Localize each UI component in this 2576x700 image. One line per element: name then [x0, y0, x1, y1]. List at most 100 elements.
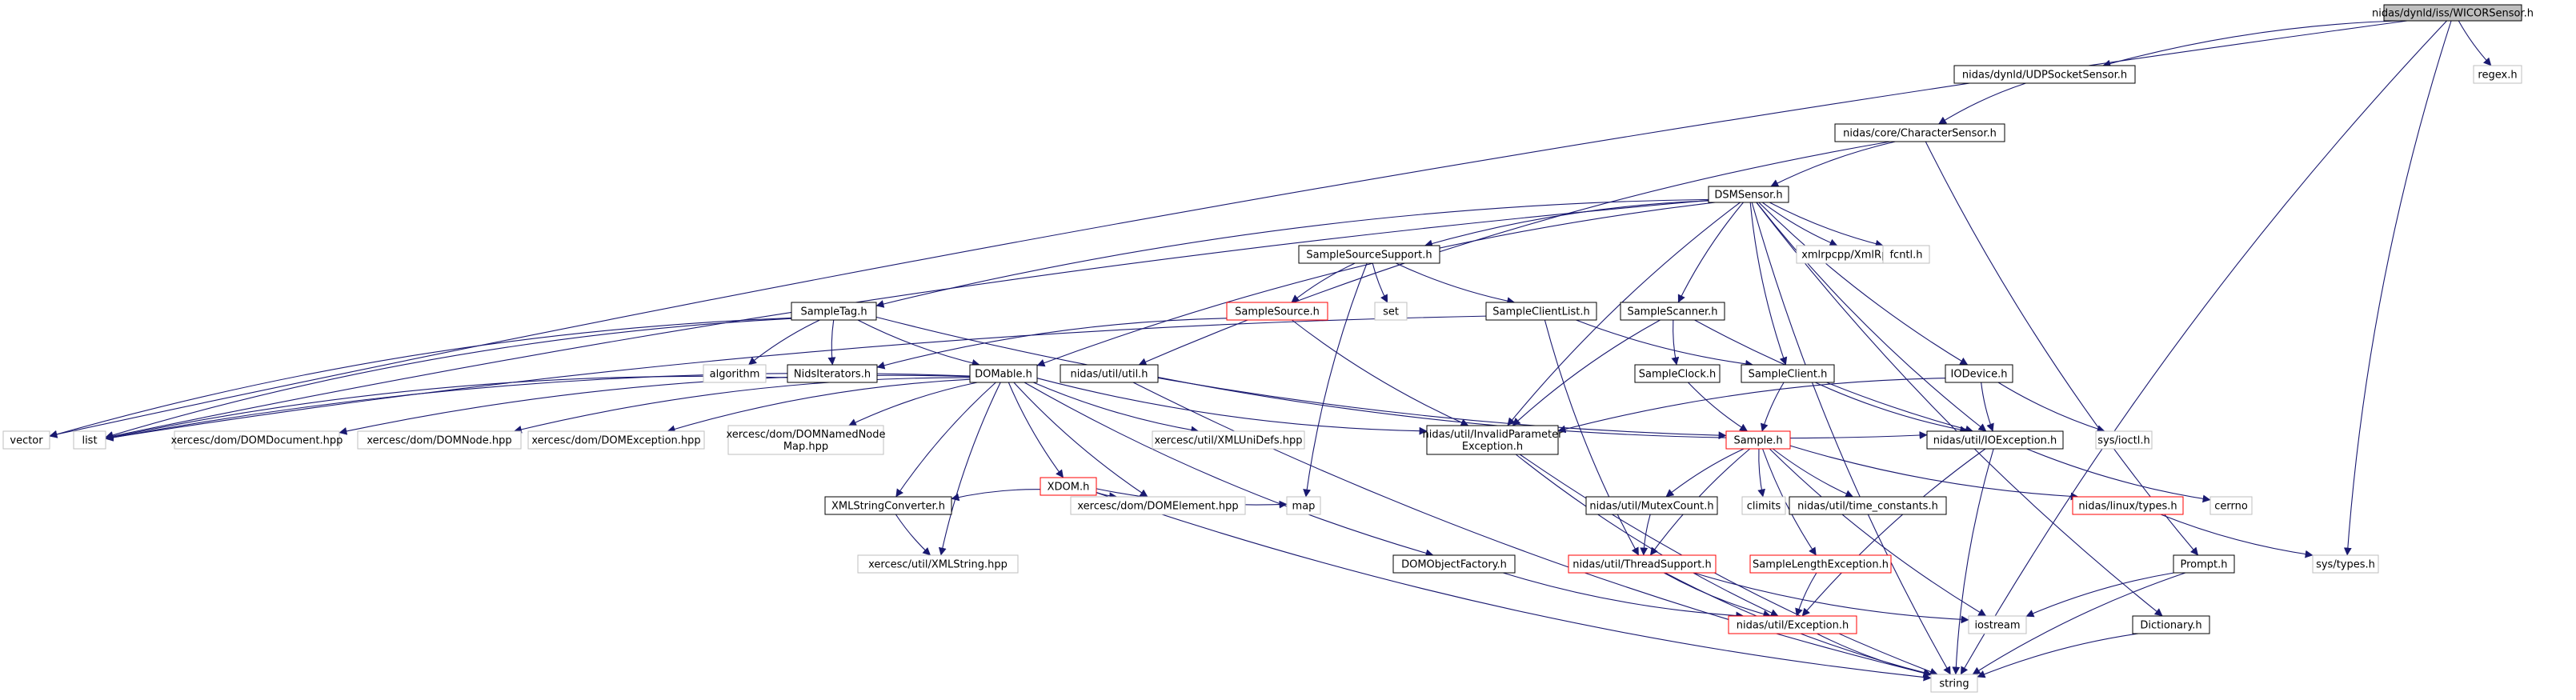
edge-sampletag-to-niditer	[827, 319, 836, 366]
node-box	[174, 430, 340, 450]
edge-ioexc-to-cerrno	[2026, 448, 2211, 503]
node-label: vector	[10, 435, 43, 447]
node-dsmsensor[interactable]: DSMSensor.h	[1708, 186, 1789, 203]
node-domelem: xercesc/dom/DOMElement.hpp	[1070, 496, 1246, 515]
edge-wicor-to-udp	[2102, 20, 2400, 68]
node-algorithm: algorithm	[703, 364, 767, 383]
node-mutex[interactable]: nidas/util/MutexCount.h	[1585, 496, 1718, 515]
node-xmlconv[interactable]: XMLStringConverter.h	[824, 496, 952, 515]
node-label: climits	[1747, 501, 1781, 513]
node-thread[interactable]: nidas/util/ThreadSupport.h	[1568, 554, 1717, 574]
node-wicor[interactable]: nidas/dynld/iss/WICORSensor.h	[2372, 4, 2534, 22]
node-label: algorithm	[710, 369, 760, 381]
node-label: xercesc/util/XMLUniDefs.hpp	[1154, 435, 1302, 447]
node-domdoc: xercesc/dom/DOMDocument.hpp	[171, 430, 343, 450]
edge-linuxtypes-to-systypes	[2160, 514, 2314, 558]
node-box	[2209, 496, 2253, 515]
node-label: nidas/util/util.h	[1070, 369, 1148, 381]
node-label: SampleSourceSupport.h	[1306, 250, 1432, 262]
edge-domable-to-domelem	[1013, 382, 1148, 498]
node-label: SampleSource.h	[1235, 306, 1320, 318]
node-util[interactable]: nidas/util/util.h	[1060, 364, 1159, 383]
node-prompt[interactable]: Prompt.h	[2173, 554, 2235, 574]
node-box	[1298, 245, 1440, 264]
edge-wicor-to-systypes	[2343, 20, 2452, 556]
node-exception[interactable]: nidas/util/Exception.h	[1728, 615, 1857, 634]
edge-dsmsensor-to-sclient	[1749, 202, 1788, 366]
node-domfactory[interactable]: DOMObjectFactory.h	[1392, 554, 1516, 574]
edge-niditer-to-list	[105, 375, 788, 442]
edge-sclist-to-sclient	[1576, 319, 1754, 368]
node-box	[1945, 364, 2013, 383]
node-box	[73, 430, 106, 450]
node-label: list	[82, 435, 97, 447]
node-domable[interactable]: DOMable.h	[969, 364, 1038, 383]
node-label: nidas/util/IOException.h	[1933, 435, 2057, 447]
node-box	[1226, 302, 1328, 321]
edge-mutex-to-thread	[1640, 514, 1651, 556]
node-box	[1725, 430, 1791, 450]
node-timeconst[interactable]: nidas/util/time_constants.h	[1789, 496, 1947, 515]
edge-sampletag-to-sample	[875, 316, 1727, 440]
node-box	[2312, 554, 2379, 574]
node-box	[1708, 186, 1789, 203]
node-label: SampleLengthException.h	[1753, 559, 1889, 571]
node-samplesource[interactable]: SampleSource.h	[1226, 302, 1328, 321]
edge-dsmsensor-to-ioexc	[1756, 202, 1987, 432]
node-dictionary[interactable]: Dictionary.h	[2132, 615, 2210, 634]
node-sclient[interactable]: SampleClient.h	[1741, 364, 1835, 383]
node-niditer[interactable]: NidsIterators.h	[787, 364, 878, 383]
node-sss[interactable]: SampleSourceSupport.h	[1298, 245, 1440, 264]
node-slenexc[interactable]: SampleLengthException.h	[1749, 554, 1892, 574]
edge-sclock-to-sample	[1687, 382, 1749, 432]
node-label: SampleTag.h	[800, 306, 867, 318]
node-xdom[interactable]: XDOM.h	[1040, 477, 1097, 496]
node-box	[1789, 496, 1947, 515]
node-label: IODevice.h	[1951, 369, 2008, 381]
node-label: cerrno	[2214, 501, 2248, 513]
edge-invparam-to-string	[1519, 454, 1938, 676]
node-sample[interactable]: Sample.h	[1725, 430, 1791, 450]
node-box	[2, 430, 50, 450]
node-sscanner[interactable]: SampleScanner.h	[1620, 302, 1725, 321]
node-domexc: xercesc/dom/DOMException.hpp	[527, 430, 705, 450]
edge-domable-to-xmlconv	[895, 382, 996, 498]
node-label: nidas/dynld/UDPSocketSensor.h	[1962, 70, 2127, 82]
node-box	[1834, 123, 2005, 142]
node-label: regex.h	[2478, 70, 2517, 82]
node-linuxtypes[interactable]: nidas/linux/types.h	[2072, 496, 2184, 515]
edge-domable-to-domexc	[667, 378, 971, 434]
node-box	[2383, 4, 2522, 22]
edge-domable-to-xmlstring	[938, 382, 1001, 556]
node-cerrno: cerrno	[2209, 496, 2253, 515]
node-sclock[interactable]: SampleClock.h	[1634, 364, 1721, 383]
node-box	[1882, 245, 1930, 264]
node-sclist[interactable]: SampleClientList.h	[1485, 302, 1597, 321]
node-ioexc[interactable]: nidas/util/IOException.h	[1926, 430, 2064, 450]
edge-wicor-to-string	[1960, 20, 2447, 675]
node-udp[interactable]: nidas/dynld/UDPSocketSensor.h	[1953, 65, 2136, 84]
node-box	[2072, 496, 2184, 515]
node-box	[1426, 425, 1559, 455]
node-fcntl: fcntl.h	[1882, 245, 1930, 264]
edge-invparam-to-exception	[1515, 454, 1779, 617]
node-label: xercesc/dom/DOMElement.hpp	[1077, 501, 1238, 513]
node-sampletag[interactable]: SampleTag.h	[791, 302, 877, 321]
edge-domable-to-domfactory	[1024, 382, 1434, 558]
edge-dictionary-to-string	[1977, 633, 2139, 678]
edge-xdom-to-xmlconv	[951, 489, 1041, 502]
edge-xdom-to-string	[1096, 492, 1932, 682]
edge-ioexc-to-string	[1952, 448, 1994, 675]
node-box	[1741, 364, 1835, 383]
node-list: list	[73, 430, 106, 450]
node-charsensor[interactable]: nidas/core/CharacterSensor.h	[1834, 123, 2005, 142]
node-box	[1749, 554, 1892, 574]
node-iodevice[interactable]: IODevice.h	[1945, 364, 2013, 383]
edge-thread-to-iostream	[1693, 572, 1969, 624]
node-box	[727, 425, 884, 455]
node-label: nidas/core/CharacterSensor.h	[1843, 128, 1997, 140]
edge-sampletag-to-list	[105, 318, 792, 439]
node-box	[1741, 496, 1786, 515]
node-box	[527, 430, 705, 450]
